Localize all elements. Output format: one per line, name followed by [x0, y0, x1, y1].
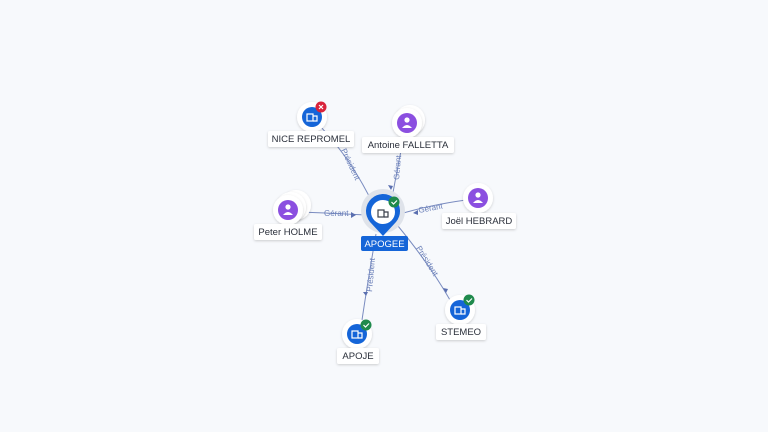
- cross-icon: [318, 104, 324, 110]
- node-label: NICE REPROMEL: [272, 134, 351, 145]
- center-label-box: [361, 236, 408, 251]
- node-core: [347, 324, 367, 344]
- node-label-box: [436, 324, 486, 340]
- arrow-apoje: [363, 292, 368, 296]
- center-label: APOGEE: [364, 239, 404, 250]
- node-nice-repromel[interactable]: NICE REPROMEL: [268, 101, 354, 148]
- person-icon: [283, 204, 293, 215]
- node-label-box: [254, 224, 322, 240]
- node-label-box: [268, 131, 354, 147]
- arrow-antoine: [388, 185, 393, 190]
- arrow-stemeo: [443, 288, 448, 293]
- edge-label-peter: Gérant: [324, 209, 349, 218]
- node-label: APOJE: [342, 351, 373, 362]
- node-label: Joël HEBRARD: [446, 216, 513, 227]
- building-icon: [454, 306, 466, 315]
- edge-label-apoje: Président: [365, 257, 377, 292]
- edge-label-stemeo: Président: [414, 244, 440, 278]
- node-label-box: [442, 213, 516, 229]
- edge-label-nice: Président: [339, 147, 362, 182]
- building-icon: [351, 330, 363, 339]
- node-label-box: [362, 137, 454, 153]
- node-center-apogee[interactable]: APOGEE: [361, 189, 408, 251]
- building-icon: [377, 209, 389, 218]
- edge-label-joel: Gérant: [418, 201, 444, 215]
- check-icon: [363, 323, 370, 328]
- node-label: STEMEO: [441, 327, 481, 338]
- edge-label-antoine: Gérant: [392, 154, 403, 180]
- ok-badge: [360, 319, 372, 331]
- edge-joel-to-apogee: [399, 199, 467, 215]
- arrow-peter: [351, 212, 356, 218]
- node-core: [468, 188, 488, 208]
- edge-apogee-to-stemeo: [397, 225, 451, 301]
- node-joel-hebrard[interactable]: Joël HEBRARD: [442, 183, 516, 229]
- person-icon: [402, 117, 412, 128]
- ok-badge: [463, 294, 475, 306]
- person-icon: [473, 192, 483, 203]
- node-label: Antoine FALLETTA: [368, 140, 449, 151]
- node-antoine-falletta[interactable]: Antoine FALLETTA: [362, 105, 454, 153]
- building-icon: [306, 113, 318, 122]
- node-core: [397, 113, 417, 133]
- node-label-box: [337, 348, 379, 364]
- ok-badge: [388, 196, 400, 208]
- arrow-joel: [413, 210, 418, 215]
- node-stemeo[interactable]: STEMEO: [436, 294, 486, 341]
- node-core: [302, 107, 322, 127]
- node-core: [278, 200, 298, 220]
- node-core: [450, 300, 470, 320]
- check-icon: [466, 298, 473, 303]
- node-apoje[interactable]: APOJE: [337, 319, 379, 364]
- check-icon: [391, 200, 398, 205]
- node-label: Peter HOLME: [258, 227, 317, 238]
- center-pin-inner: [371, 200, 395, 224]
- node-peter-holme[interactable]: Peter HOLME: [254, 190, 322, 240]
